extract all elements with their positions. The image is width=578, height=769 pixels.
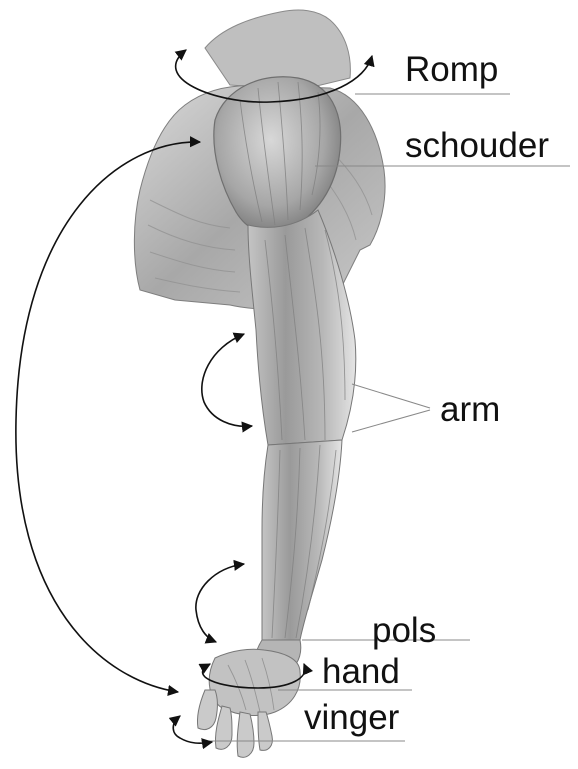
muscle-figure — [134, 10, 385, 757]
label-vinger: vinger — [304, 700, 399, 735]
label-pols: pols — [372, 613, 436, 648]
hand-shape — [209, 649, 300, 715]
elbow-flexion-arrow — [202, 334, 252, 426]
label-schouder: schouder — [405, 128, 549, 163]
label-romp: Romp — [405, 52, 498, 87]
label-arm: arm — [440, 392, 500, 427]
leader-line-arm-upper — [352, 384, 430, 408]
forearm-shape — [262, 440, 342, 640]
leader-line-arm-lower — [352, 410, 430, 432]
wrist-flexion-arrow — [196, 564, 244, 642]
label-hand: hand — [322, 654, 400, 689]
